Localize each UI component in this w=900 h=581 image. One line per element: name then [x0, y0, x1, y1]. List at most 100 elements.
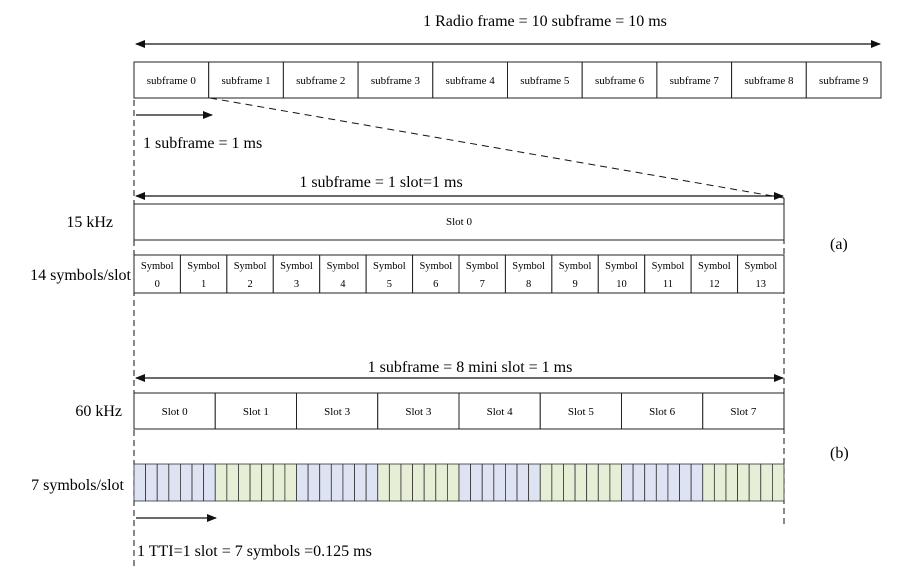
symbol-number: 1 — [201, 279, 206, 290]
symbol-cell — [504, 254, 553, 294]
symbol-cell — [319, 254, 367, 294]
tti-label: 1 TTI=1 slot = 7 symbols =0.125 ms — [137, 543, 372, 560]
mini-symbol-cell — [400, 463, 413, 502]
mini-symbol-cell — [644, 463, 657, 502]
mini-symbol-cell — [737, 463, 750, 502]
symbol-number: 9 — [572, 279, 577, 290]
mini-slot-label: Slot 4 — [487, 406, 513, 418]
symbol-cell — [458, 254, 506, 294]
mini-symbol-cell — [319, 463, 332, 502]
part-b-symbols-label: 7 symbols/slot — [31, 477, 124, 494]
mini-slot-cell — [214, 392, 297, 430]
mini-slot-cell — [377, 392, 460, 430]
subframe-label: subframe 6 — [595, 75, 645, 87]
symbol-word: Symbol — [652, 261, 685, 272]
mini-symbol-cell — [551, 463, 564, 502]
mini-symbol-cell — [354, 463, 367, 502]
subframe-label: subframe 9 — [819, 75, 869, 87]
mini-slot-cell — [702, 392, 785, 430]
symbol-number: 3 — [294, 279, 299, 290]
zoom-guide-line — [209, 97, 785, 199]
mini-symbol-cell — [388, 463, 402, 502]
symbol-cell — [133, 254, 181, 294]
subframe-cell — [282, 61, 359, 99]
mini-slot-cell — [133, 392, 216, 430]
symbol-word: Symbol — [466, 261, 499, 272]
mini-symbol-cell — [446, 463, 460, 502]
mini-symbol-cell — [412, 463, 425, 502]
symbol-number: 12 — [709, 279, 720, 290]
symbol-word: Symbol — [234, 261, 267, 272]
mini-symbol-cell — [586, 463, 599, 502]
mini-symbol-cell — [238, 463, 251, 502]
mini-symbol-cell — [760, 463, 773, 502]
mini-symbol-cell — [272, 463, 286, 502]
symbol-word: Symbol — [327, 261, 360, 272]
mini-slot-label: Slot 1 — [243, 406, 269, 418]
symbol-cell — [365, 254, 414, 294]
symbol-word: Symbol — [512, 261, 545, 272]
mini-symbol-cell — [307, 463, 321, 502]
mini-symbol-cell — [539, 463, 553, 502]
mini-symbol-cell — [702, 463, 715, 502]
symbol-number: 7 — [480, 279, 485, 290]
mini-symbol-cell — [667, 463, 680, 502]
mini-symbol-cell — [493, 463, 506, 502]
subframe-label: subframe 2 — [296, 75, 345, 87]
subframe-label: subframe 8 — [744, 75, 794, 87]
mini-slot-label: Slot 5 — [568, 406, 594, 418]
mini-symbol-cell — [226, 463, 239, 502]
mini-symbol-cell — [423, 463, 437, 502]
symbol-number: 8 — [526, 279, 531, 290]
symbol-word: Symbol — [187, 261, 220, 272]
subframe-label: subframe 5 — [520, 75, 570, 87]
subframe-duration-label: 1 subframe = 1 ms — [143, 135, 262, 152]
symbol-word: Symbol — [698, 261, 731, 272]
mini-symbol-cell — [563, 463, 576, 502]
mini-symbol-cell — [284, 463, 297, 502]
symbol-number: 11 — [663, 279, 673, 290]
subframe-cell — [731, 61, 807, 99]
symbol-word: Symbol — [280, 261, 313, 272]
part-b-scs-label: 60 kHz — [75, 403, 122, 420]
part-b-span-label: 1 subframe = 8 mini slot = 1 ms — [368, 359, 573, 376]
mini-slot-label: Slot 0 — [162, 406, 188, 418]
mini-slot-cell — [296, 392, 379, 430]
symbol-word: Symbol — [744, 261, 777, 272]
symbol-word: Symbol — [605, 261, 638, 272]
mini-symbol-cell — [609, 463, 622, 502]
part-a-scs-label: 15 kHz — [66, 214, 113, 231]
symbol-number: 10 — [616, 279, 627, 290]
mini-slot-label: Slot 3 — [405, 406, 431, 418]
mini-symbol-cell — [632, 463, 646, 502]
symbol-cell — [597, 254, 646, 294]
mini-symbol-cell — [342, 463, 355, 502]
mini-symbol-cell — [470, 463, 483, 502]
mini-symbol-cell — [690, 463, 704, 502]
symbol-number: 4 — [340, 279, 346, 290]
part-a-slot-box — [133, 203, 785, 241]
mini-symbol-cell — [481, 463, 495, 502]
subframe-label: subframe 0 — [147, 75, 197, 87]
symbol-cell — [737, 254, 785, 294]
mini-symbol-cell — [249, 463, 263, 502]
symbol-cell — [690, 254, 739, 294]
part-a-tag: (a) — [830, 236, 848, 253]
radio-frame-label: 1 Radio frame = 10 subframe = 10 ms — [423, 13, 667, 30]
mini-symbol-row — [133, 463, 785, 502]
mini-symbol-cell — [214, 463, 228, 502]
mini-symbol-cell — [655, 463, 669, 502]
symbol-number: 13 — [756, 279, 767, 290]
mini-symbol-cell — [296, 463, 309, 502]
mini-symbol-cell — [516, 463, 530, 502]
subframe-label: subframe 7 — [670, 75, 720, 87]
mini-symbol-cell — [528, 463, 541, 502]
part-a-span-label: 1 subframe = 1 slot=1 ms — [299, 174, 462, 191]
mini-symbol-cell — [365, 463, 379, 502]
mini-symbol-cell — [505, 463, 518, 502]
symbol-number: 2 — [247, 279, 252, 290]
symbol-number: 0 — [155, 279, 160, 290]
mini-slot-label: Slot 3 — [324, 406, 350, 418]
